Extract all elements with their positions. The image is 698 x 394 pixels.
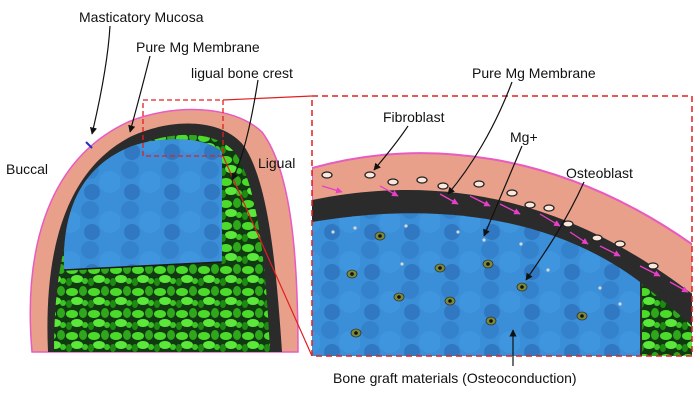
ridge-cross-section (30, 100, 298, 352)
label-mg-ion: Mg+ (510, 129, 538, 145)
label-masticatory-mucosa: Masticatory Mucosa (79, 9, 204, 25)
label-fibroblast: Fibroblast (383, 109, 445, 125)
label-bone-graft: Bone graft materials (Osteoconduction) (333, 370, 577, 386)
label-lingual: Ligual (258, 155, 295, 171)
label-buccal: Buccal (6, 161, 48, 177)
leader-masticatory-mucosa (92, 26, 110, 134)
label-pure-mg-membrane-right: Pure Mg Membrane (472, 65, 596, 81)
detail-view (312, 96, 698, 356)
label-osteoblast: Osteoblast (566, 165, 633, 181)
label-pure-mg-membrane-left: Pure Mg Membrane (136, 39, 260, 55)
zoom-connector-top (223, 96, 312, 100)
label-lingual-bone-crest: ligual bone crest (191, 65, 293, 81)
